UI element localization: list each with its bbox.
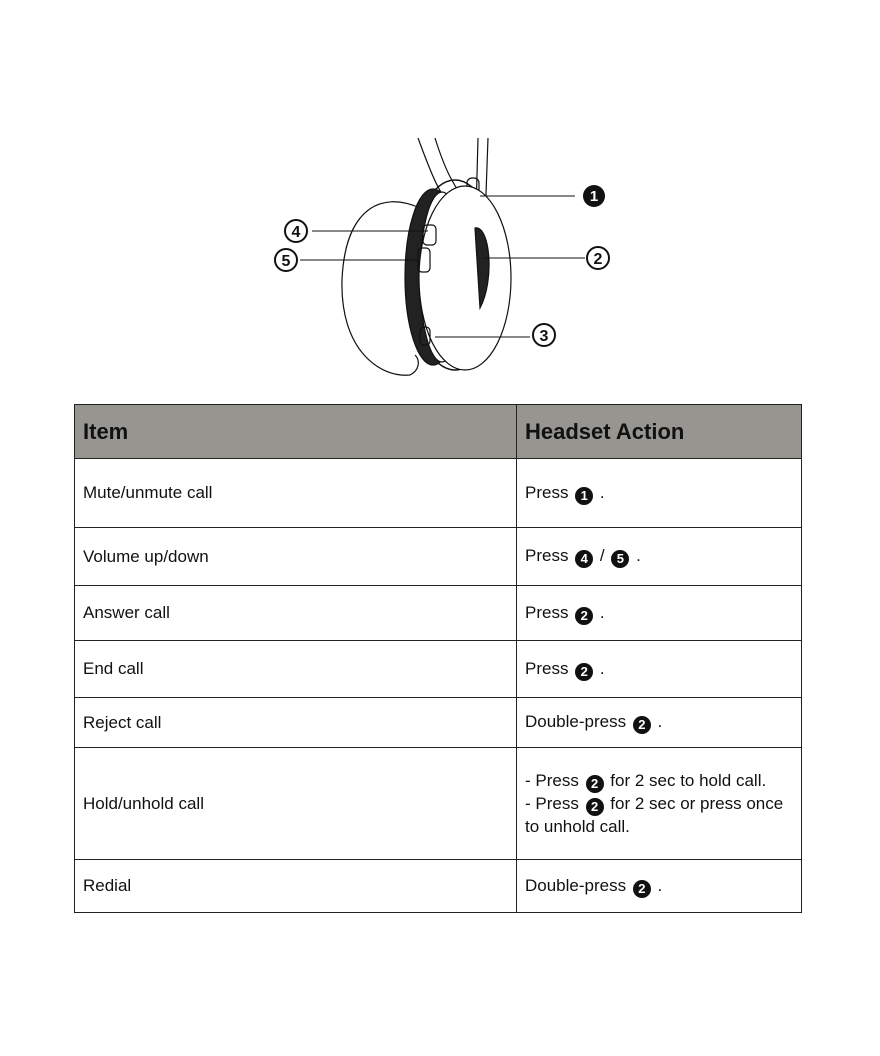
svg-text:3: 3 [540, 328, 549, 345]
circled-number-5: 5 [611, 550, 630, 568]
svg-text:5: 5 [282, 253, 291, 270]
action-cell: Press 2 . [516, 585, 802, 641]
action-text: for 2 sec or press once [605, 793, 784, 813]
action-text: - Press [525, 793, 584, 813]
action-text: . [595, 482, 605, 502]
action-text: Press [525, 482, 574, 502]
circled-number-4: 4 [575, 550, 594, 568]
item-cell: Reject call [74, 697, 517, 748]
action-text: . [652, 712, 663, 731]
table-row: Hold/unhold call- Press 2 for 2 sec to h… [74, 747, 802, 860]
action-cell: Press 1 . [516, 458, 802, 528]
action-text: . [652, 875, 663, 895]
action-text: - Press [525, 770, 584, 790]
action-text: Press [525, 658, 574, 678]
action-text: Press [525, 546, 574, 565]
action-text: / [595, 546, 610, 565]
action-cell: Double-press 2 . [516, 859, 802, 913]
circled-number-2: 2 [585, 774, 604, 793]
item-cell: End call [74, 640, 517, 698]
action-text: Double-press [525, 712, 631, 731]
table-header-row: Item Headset Action [74, 404, 802, 459]
item-cell: Mute/unmute call [74, 458, 517, 528]
action-text: . [595, 658, 605, 678]
action-text: . [631, 546, 641, 565]
callout-4: 4 [284, 219, 308, 243]
action-text: for 2 sec to hold call. [605, 770, 767, 790]
action-text: to unhold call. [525, 816, 630, 836]
action-text: Double-press [525, 875, 631, 895]
circled-number-2: 2 [575, 606, 594, 625]
headset-illustration: 1 2 3 4 5 [274, 137, 610, 376]
item-cell: Redial [74, 859, 517, 913]
circled-number-2: 2 [575, 662, 594, 681]
callout-5: 5 [274, 248, 298, 272]
item-cell: Answer call [74, 585, 517, 641]
item-cell: Volume up/down [74, 527, 517, 586]
action-text: Press [525, 602, 574, 622]
svg-text:2: 2 [594, 251, 603, 268]
callout-1: 1 [583, 185, 605, 207]
item-cell: Hold/unhold call [74, 747, 517, 860]
callout-3: 3 [532, 323, 556, 347]
circled-number-2: 2 [632, 879, 651, 898]
action-cell: Double-press 2 . [516, 697, 802, 748]
circled-number-1: 1 [575, 486, 594, 505]
header-item: Item [74, 404, 517, 459]
action-cell: Press 4 / 5 . [516, 527, 802, 586]
action-cell: - Press 2 for 2 sec to hold call. - Press… [516, 747, 802, 860]
circled-number-2: 2 [632, 716, 651, 734]
header-action: Headset Action [516, 404, 802, 459]
svg-text:1: 1 [590, 188, 598, 205]
action-text: . [595, 602, 605, 622]
action-cell: Press 2 . [516, 640, 802, 698]
callout-2: 2 [586, 246, 610, 270]
svg-text:4: 4 [292, 224, 301, 241]
circled-number-2: 2 [585, 797, 604, 816]
